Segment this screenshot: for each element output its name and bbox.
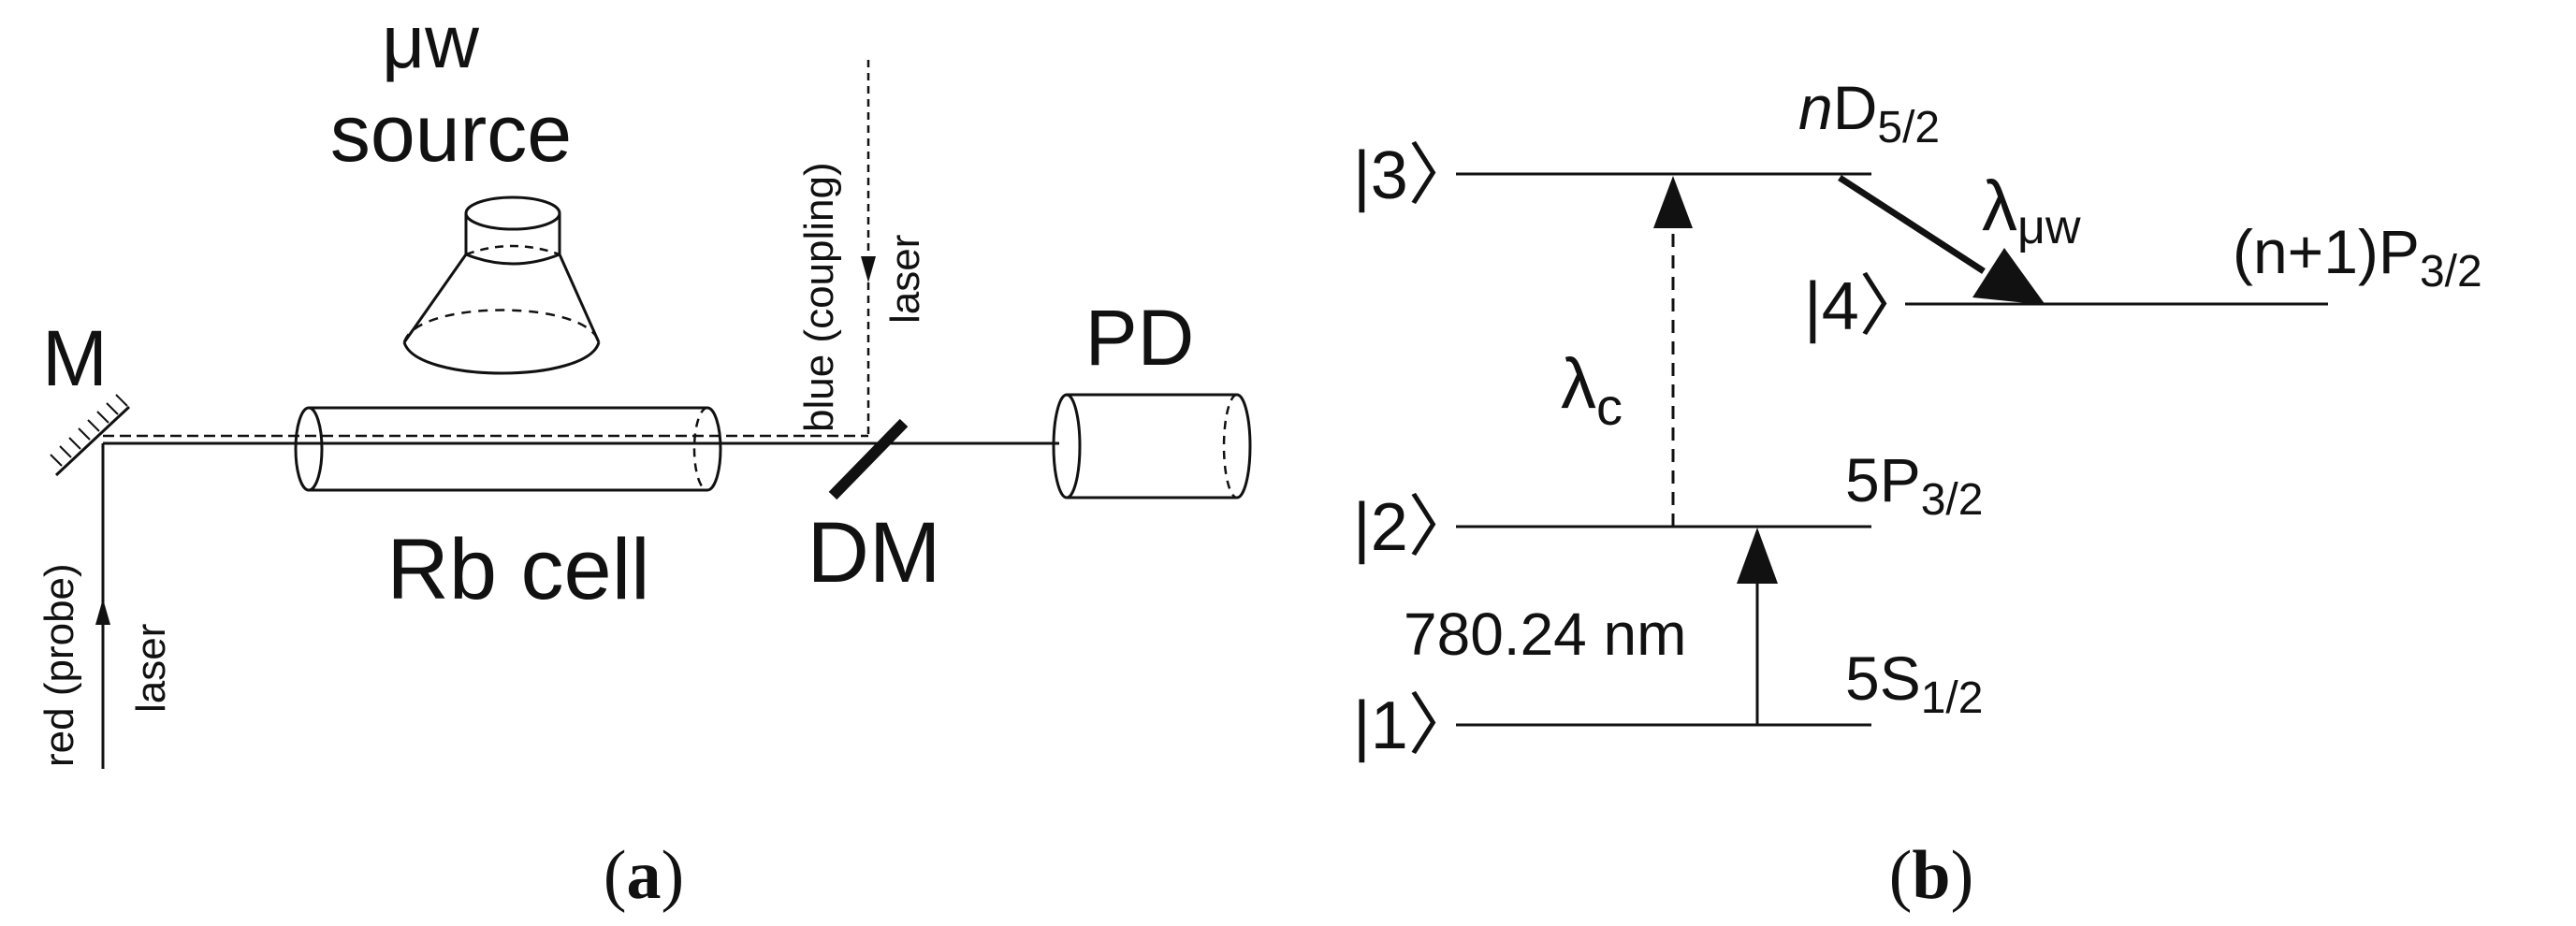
coupling-arrow-head [861,256,876,282]
ket-3: |3〉 [1353,138,1476,213]
microwave-horn [402,195,601,375]
rb-cell [294,406,722,492]
coupling-label-line1: blue (coupling) [796,162,842,432]
dichroic-mirror [828,418,909,500]
panel-a-caption: (a) [604,837,684,914]
ket-4: |4〉 [1804,269,1927,344]
coupling-transition-arrow [1653,176,1693,228]
panel-a-setup: μw source M red (probe) laser [36,0,1252,914]
lambda-uw-label: λμw [1982,166,2081,254]
probe-label-line1: red (probe) [36,563,82,767]
probe-wavelength-label: 780.24 nm [1404,600,1686,668]
probe-transition-arrow [1737,528,1778,584]
ket-1: |1〉 [1353,688,1476,763]
probe-arrow-head [95,599,110,625]
dm-label: DM [807,505,940,600]
photodetector [1052,393,1252,499]
mirror [50,394,131,477]
level-np-label: (n+1)P3/2 [2233,217,2482,297]
coupling-label-line2: laser [882,235,928,324]
pd-label: PD [1085,294,1195,382]
panel-b-caption: (b) [1889,837,1973,914]
level-nd-label: nD5/2 [1798,73,1940,152]
source-label: source [330,89,572,179]
panel-b-levels: |1〉 |2〉 |3〉 |4〉 5S1/2 5P3/2 nD5/2 (n+1)P… [1353,73,2482,914]
level-5s-label: 5S1/2 [1845,644,1983,723]
microwave-transition-line [1838,175,1986,274]
ket-2: |2〉 [1353,490,1476,565]
mirror-label: M [42,314,108,402]
probe-label-line2: laser [128,624,174,713]
lambda-c-label: λc [1561,344,1623,436]
microwave-transition-arrow [1972,248,2045,305]
level-5p-label: 5P3/2 [1845,445,1983,525]
rb-cell-label: Rb cell [386,522,649,617]
uw-label: μw [382,0,479,83]
